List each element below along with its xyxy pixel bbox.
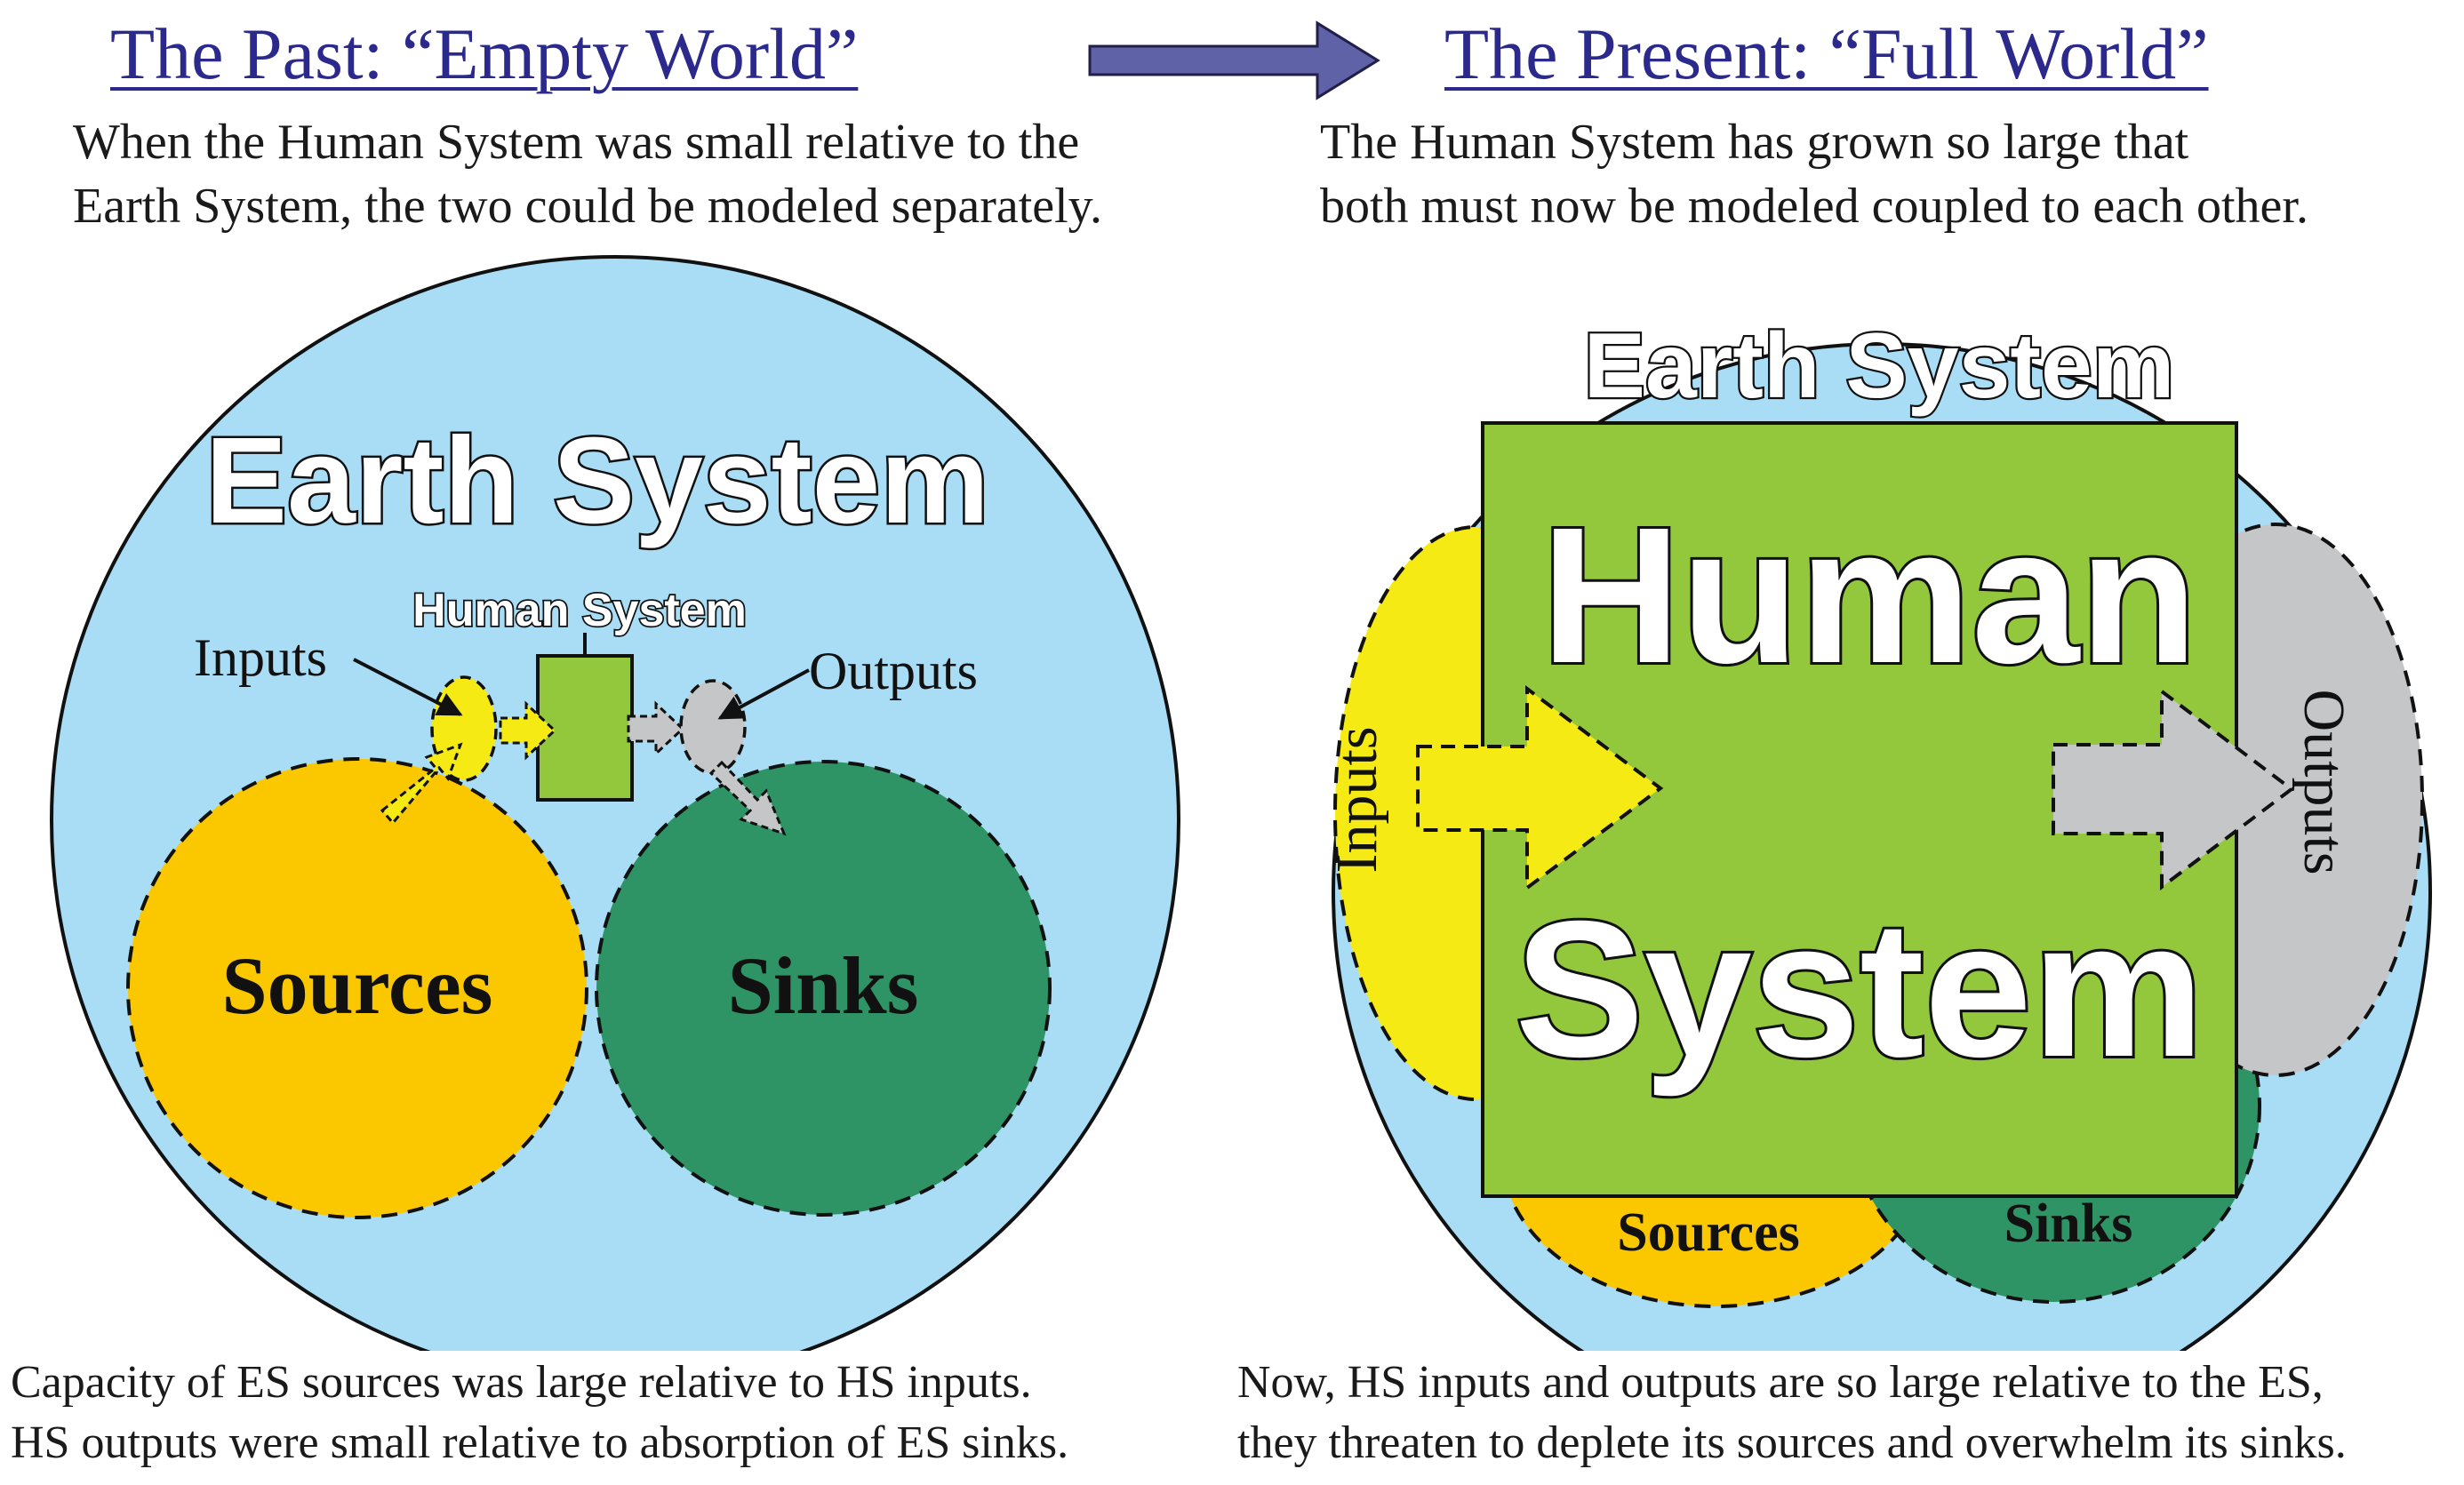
left-caption: Capacity of ES sources was large relativ… bbox=[11, 1353, 1068, 1473]
sinks-label: Sinks bbox=[728, 940, 919, 1031]
transition-arrow-shape bbox=[1088, 20, 1380, 100]
left-intro-line-2: Earth System, the two could be modeled s… bbox=[73, 179, 1103, 234]
full-world-diagram: Sources Sinks Earth System Human System … bbox=[1324, 313, 2432, 1351]
right-intro: The Human System has grown so large that… bbox=[1320, 110, 2308, 238]
empty-world-diagram: Earth System Sources Sinks Human System … bbox=[50, 255, 1180, 1351]
earth-system-label: Earth System bbox=[205, 412, 989, 549]
right-heading: The Present: “Full World” bbox=[1444, 13, 2209, 94]
inputs-pointer bbox=[353, 658, 463, 716]
right-intro-line-1: The Human System has grown so large that bbox=[1320, 115, 2189, 170]
right-intro-line-2: both must now be modeled coupled to each… bbox=[1320, 179, 2308, 234]
human-system-label: Human System bbox=[412, 585, 747, 636]
sources-circle bbox=[126, 757, 588, 1219]
outputs-ellipse bbox=[679, 679, 747, 775]
sinks-label: Sinks bbox=[2004, 1194, 2133, 1254]
source-to-input-arrow bbox=[380, 742, 463, 826]
input-flow-arrow bbox=[499, 700, 557, 761]
sources-label: Sources bbox=[222, 940, 493, 1031]
left-caption-line-2: HS outputs were small relative to absorp… bbox=[11, 1417, 1069, 1468]
outputs-pointer bbox=[717, 668, 810, 720]
right-caption-line-1: Now, HS inputs and outputs are so large … bbox=[1237, 1357, 2324, 1408]
outputs-label: Outputs bbox=[809, 642, 978, 700]
earth-system-label: Earth System bbox=[1584, 315, 2175, 418]
left-heading: The Past: “Empty World” bbox=[110, 13, 859, 94]
left-intro: When the Human System was small relative… bbox=[73, 110, 1102, 238]
human-label-line-2: System bbox=[1515, 882, 2204, 1098]
output-flow-arrow bbox=[627, 700, 685, 757]
output-to-sink-arrow bbox=[708, 760, 787, 836]
transition-arrow bbox=[1088, 20, 1380, 100]
inputs-label: Inputs bbox=[1324, 727, 1389, 874]
left-caption-line-1: Capacity of ES sources was large relativ… bbox=[11, 1357, 1032, 1408]
right-caption-line-2: they threaten to deplete its sources and… bbox=[1237, 1417, 2347, 1468]
left-intro-line-1: When the Human System was small relative… bbox=[73, 115, 1080, 170]
output-arrow bbox=[2052, 687, 2295, 891]
right-caption: Now, HS inputs and outputs are so large … bbox=[1237, 1353, 2347, 1473]
inputs-label: Inputs bbox=[194, 628, 327, 687]
sources-label: Sources bbox=[1617, 1202, 1800, 1263]
human-label-line-1: Human bbox=[1541, 488, 2198, 704]
sinks-circle bbox=[595, 760, 1052, 1217]
outputs-label: Outputs bbox=[2292, 689, 2356, 874]
input-arrow bbox=[1416, 685, 1664, 891]
